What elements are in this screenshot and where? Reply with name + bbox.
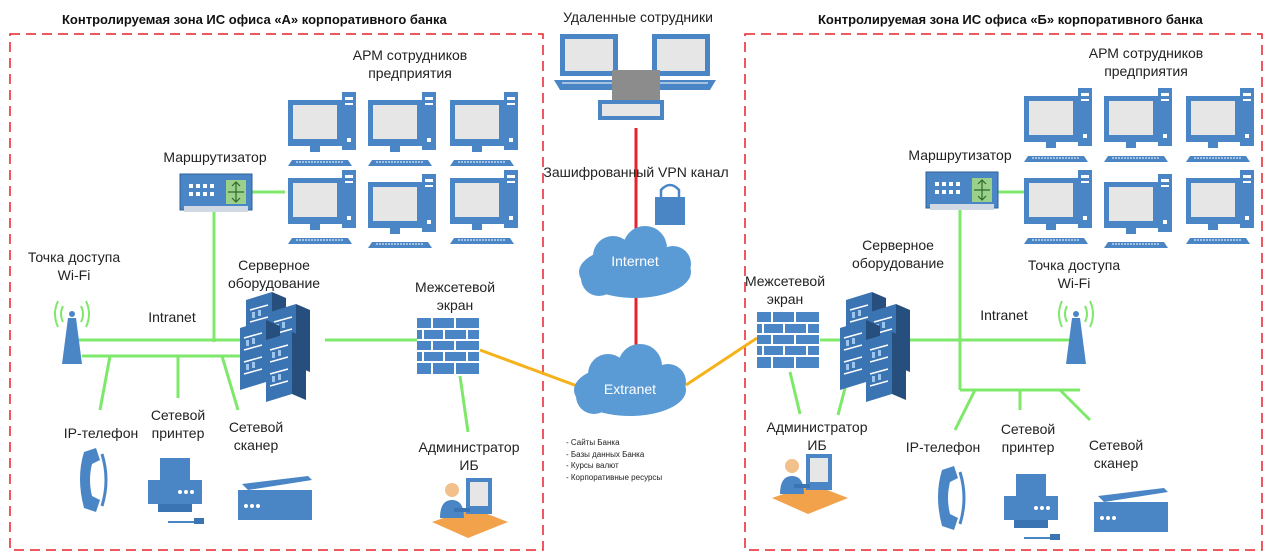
workstation-icon bbox=[287, 169, 357, 245]
workstation-icon bbox=[367, 91, 437, 167]
firewall-label-line: Межсетевой bbox=[414, 279, 496, 295]
server-label: Серверное оборудование bbox=[838, 236, 958, 272]
ip-phone-label: IP-телефон bbox=[905, 439, 981, 455]
router-icon bbox=[925, 171, 999, 211]
firewall-icon bbox=[756, 311, 820, 369]
arm-label: АРМ сотрудников предприятия bbox=[330, 46, 490, 82]
list-item: - Базы данных Банка bbox=[566, 449, 645, 459]
list-item: - Курсы валют bbox=[566, 461, 619, 470]
admin-label-line: Администратор bbox=[418, 439, 520, 455]
wifi-label-line: Wi-Fi bbox=[1057, 275, 1091, 291]
office-a-links bbox=[78, 190, 470, 433]
wifi-label-line: Точка доступа bbox=[1027, 257, 1121, 273]
wifi-label: Точка доступа Wi-Fi bbox=[14, 248, 134, 284]
extranet-cloud-icon bbox=[574, 344, 686, 416]
server-label-line: оборудование bbox=[851, 255, 945, 271]
workstation-icon bbox=[449, 169, 519, 245]
workstation-icon bbox=[1185, 169, 1255, 245]
extranet-links bbox=[479, 336, 758, 392]
server-label-line: Серверное bbox=[238, 257, 310, 273]
workstation-icon bbox=[1103, 173, 1173, 249]
admin-label: Администратор ИБ bbox=[752, 418, 882, 454]
firewall-label: Межсетевой экран bbox=[730, 272, 840, 308]
server-icon bbox=[240, 292, 310, 402]
scanner-icon bbox=[1094, 488, 1168, 532]
ip-phone-label: IP-телефон bbox=[63, 425, 139, 441]
workstation-icon bbox=[1103, 87, 1173, 163]
arm-label-line: предприятия bbox=[1104, 63, 1188, 79]
admin-icon bbox=[432, 478, 508, 538]
scanner-label: Сетевой сканер bbox=[216, 418, 296, 454]
wifi-access-point-icon bbox=[1058, 300, 1094, 365]
printer-label: Сетевой принтер bbox=[138, 406, 218, 442]
list-item: - Сайты Банка bbox=[566, 438, 620, 447]
intranet-label: Intranet bbox=[980, 307, 1028, 323]
printer-label-line: Сетевой bbox=[1000, 421, 1056, 437]
admin-label: Администратор ИБ bbox=[404, 438, 534, 474]
firewall-label: Межсетевой экран bbox=[400, 278, 510, 314]
firewall-label-line: Межсетевой bbox=[744, 273, 826, 289]
scanner-label-line: сканер bbox=[1093, 455, 1139, 471]
zone-a-title: Контролируемая зона ИС офиса «А» корпора… bbox=[62, 12, 447, 27]
printer-label-line: Сетевой bbox=[150, 407, 206, 423]
scanner-label: Сетевой сканер bbox=[1076, 436, 1156, 472]
workstation-icon bbox=[367, 173, 437, 249]
extranet-resources-list: - Сайты Банка - Базы данных Банка - Курс… bbox=[566, 437, 662, 483]
arm-label-line: АРМ сотрудников bbox=[1088, 45, 1204, 61]
admin-label-line: ИБ bbox=[807, 437, 827, 453]
extranet-label: Extranet bbox=[603, 381, 657, 397]
wifi-label: Точка доступа Wi-Fi bbox=[1014, 256, 1134, 292]
printer-label: Сетевой принтер bbox=[988, 420, 1068, 456]
internet-label: Internet bbox=[611, 253, 659, 269]
server-icon bbox=[840, 292, 910, 402]
zone-b-border bbox=[744, 33, 1263, 551]
lock-icon bbox=[655, 183, 685, 225]
workstation-icon bbox=[1023, 169, 1093, 245]
firewall-label-line: экран bbox=[766, 291, 804, 307]
scanner-label-line: сканер bbox=[233, 437, 279, 453]
arm-label-line: АРМ сотрудников bbox=[352, 47, 468, 63]
list-item: - Корпоративные ресурсы bbox=[566, 472, 663, 482]
scanner-label-line: Сетевой bbox=[228, 419, 284, 435]
ip-phone-icon bbox=[936, 464, 966, 532]
remote-hub-icon bbox=[598, 70, 664, 120]
admin-icon bbox=[772, 454, 848, 514]
printer-icon bbox=[147, 457, 205, 525]
wifi-label-line: Точка доступа bbox=[27, 249, 121, 265]
intranet-label: Intranet bbox=[148, 309, 196, 325]
printer-label-line: принтер bbox=[151, 425, 205, 441]
arm-label: АРМ сотрудников предприятия bbox=[1066, 44, 1226, 80]
workstation-icon bbox=[287, 91, 357, 167]
router-label: Маршрутизатор bbox=[908, 147, 1012, 163]
workstation-icon bbox=[449, 91, 519, 167]
scanner-icon bbox=[238, 476, 312, 520]
vpn-channel-label: Зашифрованный VPN канал bbox=[543, 164, 729, 180]
workstation-icon bbox=[1023, 87, 1093, 163]
wifi-label-line: Wi-Fi bbox=[57, 267, 91, 283]
admin-label-line: ИБ bbox=[459, 457, 479, 473]
remote-employees-label: Удаленные сотрудники bbox=[563, 9, 713, 25]
router-icon bbox=[179, 173, 253, 213]
ip-phone-icon bbox=[78, 446, 108, 514]
workstation-icon bbox=[1185, 87, 1255, 163]
firewall-icon bbox=[416, 317, 480, 375]
firewall-label-line: экран bbox=[436, 297, 474, 313]
printer-label-line: принтер bbox=[1001, 439, 1055, 455]
scanner-label-line: Сетевой bbox=[1088, 437, 1144, 453]
zone-a-border bbox=[9, 33, 544, 551]
server-label: Серверное оборудование bbox=[214, 256, 334, 292]
zone-b-title: Контролируемая зона ИС офиса «Б» корпора… bbox=[818, 12, 1203, 27]
router-label: Маршрутизатор bbox=[163, 149, 267, 165]
server-label-line: оборудование bbox=[227, 275, 321, 291]
admin-label-line: Администратор bbox=[766, 419, 868, 435]
office-b-links bbox=[788, 190, 1092, 431]
arm-label-line: предприятия bbox=[368, 65, 452, 81]
server-label-line: Серверное bbox=[862, 237, 934, 253]
printer-icon bbox=[1003, 473, 1061, 541]
